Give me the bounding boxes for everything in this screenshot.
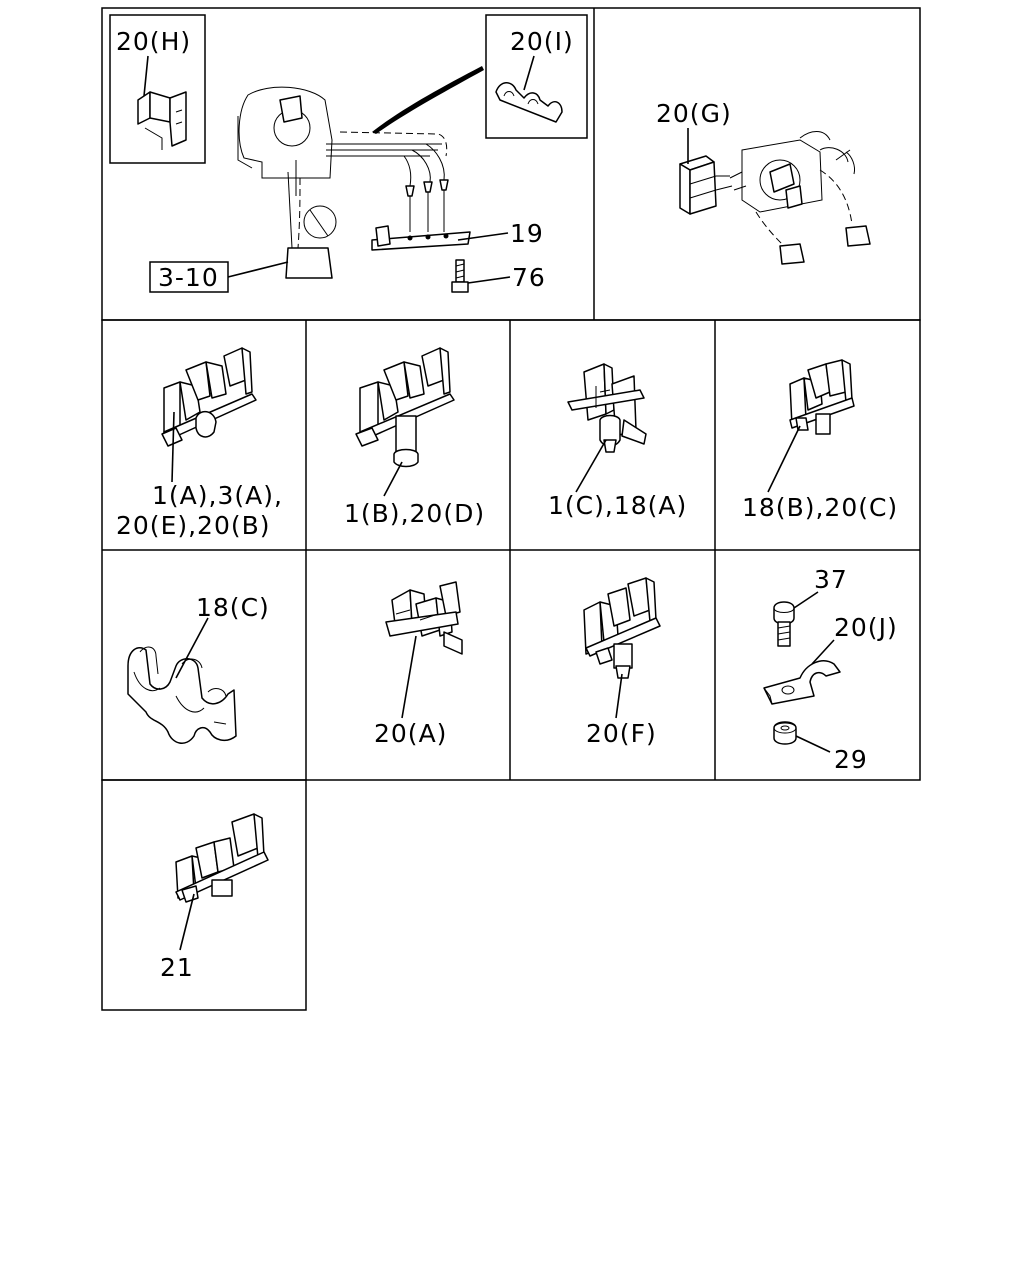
leader-20a bbox=[401, 635, 417, 719]
callout-3-10: 3-10 bbox=[158, 263, 219, 292]
part-76-drawing bbox=[451, 259, 469, 293]
panel-20g-assembly bbox=[679, 128, 871, 265]
callout-37: 37 bbox=[814, 565, 848, 594]
callout-20f: 20(F) bbox=[586, 719, 657, 748]
clip-18c-drawing bbox=[127, 646, 237, 744]
assembly-20g-drawing bbox=[729, 131, 871, 265]
leader-1b bbox=[383, 461, 403, 497]
leader-20h bbox=[143, 55, 149, 97]
leader-76 bbox=[467, 276, 511, 284]
callout-20i: 20(I) bbox=[510, 27, 574, 56]
leader-3-10 bbox=[227, 261, 289, 278]
clip-1c-drawing bbox=[567, 363, 647, 453]
leader-29 bbox=[795, 735, 831, 753]
callout-1a-line2: 20(E),20(B) bbox=[116, 511, 271, 540]
inset-box-20h bbox=[109, 14, 206, 164]
callout-20g: 20(G) bbox=[656, 99, 732, 128]
clip-20g-drawing bbox=[679, 155, 733, 215]
diagram-grid bbox=[101, 7, 921, 1011]
leader-1a bbox=[171, 411, 175, 483]
callout-21: 21 bbox=[160, 953, 194, 982]
clip-18b-drawing bbox=[789, 359, 855, 435]
callout-19: 19 bbox=[510, 219, 544, 248]
callout-labels: 20(H) 20(I) 19 3-10 76 20(G) 1(A),3(A), … bbox=[116, 27, 898, 982]
panel-pedal-assembly bbox=[109, 14, 588, 293]
leader-20f bbox=[615, 673, 623, 719]
callout-20j: 20(J) bbox=[834, 613, 898, 642]
leader-19 bbox=[457, 232, 509, 241]
callout-1c: 1(C),18(A) bbox=[548, 491, 687, 520]
leader-18c bbox=[175, 617, 209, 679]
leader-21 bbox=[179, 893, 195, 951]
part-37-drawing bbox=[773, 601, 795, 647]
leader-37 bbox=[793, 591, 819, 609]
callout-76: 76 bbox=[512, 263, 546, 292]
part-20j-drawing bbox=[763, 660, 841, 705]
clip-20f-drawing bbox=[583, 577, 661, 679]
part-19-drawing bbox=[371, 225, 471, 251]
pedal-bracket-drawing bbox=[237, 86, 449, 279]
leader-20i bbox=[523, 55, 535, 91]
pointer-arrow bbox=[372, 66, 484, 134]
clip-20h-drawing bbox=[137, 91, 187, 150]
part-29-drawing bbox=[773, 721, 797, 745]
clip-1b-drawing bbox=[355, 347, 455, 468]
clip-20a-drawing bbox=[385, 581, 463, 655]
clip-20i-drawing bbox=[495, 82, 563, 123]
inset-box-20i bbox=[485, 14, 588, 139]
callout-20h: 20(H) bbox=[116, 27, 191, 56]
callout-29: 29 bbox=[834, 745, 868, 774]
clip-21-drawing bbox=[175, 813, 269, 903]
clip-1a-drawing bbox=[161, 347, 257, 447]
callout-18b: 18(B),20(C) bbox=[742, 493, 898, 522]
callout-20a: 20(A) bbox=[374, 719, 447, 748]
leader-20j bbox=[811, 639, 835, 665]
callout-1a-line1: 1(A),3(A), bbox=[152, 481, 283, 510]
callout-18c: 18(C) bbox=[196, 593, 270, 622]
leader-18b bbox=[767, 425, 801, 493]
leader-1c bbox=[575, 439, 607, 493]
callout-1b: 1(B),20(D) bbox=[344, 499, 485, 528]
